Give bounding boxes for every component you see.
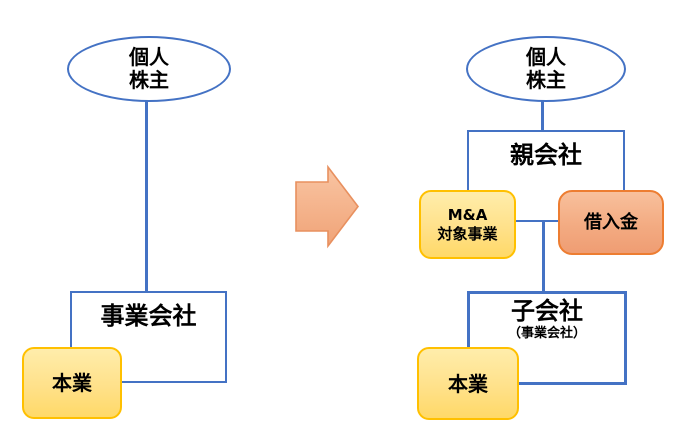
shareholder-label-line2: 株主: [526, 68, 566, 92]
loan-badge: 借入金: [558, 190, 664, 255]
after-core-business-badge: 本業: [417, 347, 519, 420]
shareholder-label-line2: 株主: [129, 68, 169, 92]
shareholder-label-line1: 個人: [129, 45, 169, 69]
after-individual-shareholder-ellipse: 個人 株主: [466, 36, 626, 102]
ma-target-business-badge: M&A 対象事業: [419, 190, 516, 259]
core-business-label: 本業: [448, 371, 488, 396]
parent-company-label: 親会社: [510, 141, 582, 169]
subsidiary-box: 子会社 （事業会社）: [467, 291, 627, 385]
shareholder-label-line1: 個人: [526, 45, 566, 69]
core-business-label: 本業: [52, 371, 92, 395]
subsidiary-sublabel: （事業会社）: [507, 326, 586, 341]
subsidiary-label: 子会社: [511, 297, 583, 325]
operating-company-label: 事業会社: [100, 302, 197, 330]
loan-label: 借入金: [584, 211, 638, 233]
before-core-business-badge: 本業: [22, 347, 122, 419]
ma-target-label-line1: M&A: [447, 205, 488, 224]
right-arrow-icon: [292, 162, 364, 250]
parent-subsidiary-line: [542, 216, 545, 293]
after-ownership-line: [541, 96, 544, 133]
ma-target-label-line2: 対象事業: [437, 224, 498, 243]
before-individual-shareholder-ellipse: 個人 株主: [67, 36, 231, 102]
before-ownership-line: [145, 96, 148, 293]
